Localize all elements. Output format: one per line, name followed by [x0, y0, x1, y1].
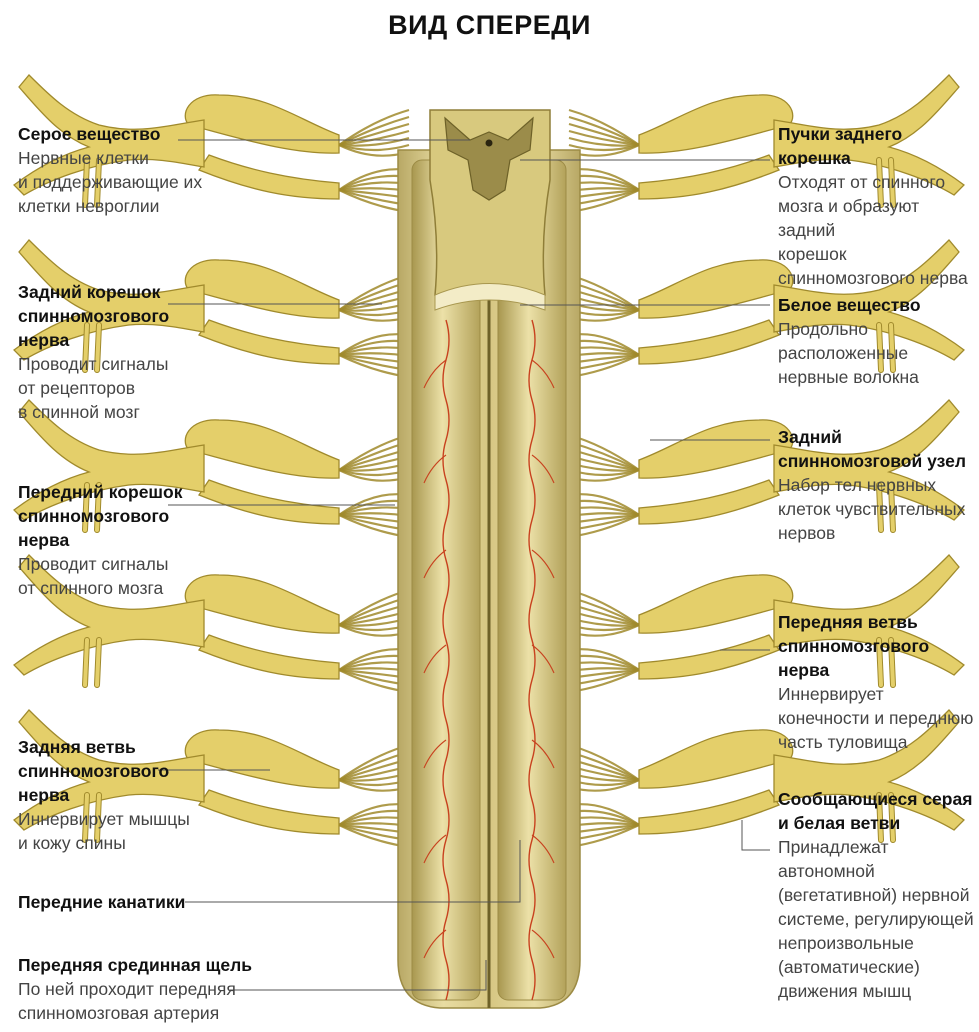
label-description-line: конечности и переднюю: [778, 706, 973, 730]
ramus-communicans-fill: [85, 640, 87, 685]
label-heading-line: спинномозгового: [18, 759, 190, 783]
label-description-line: непроизвольные: [778, 931, 974, 955]
label-anterior-funiculi: Передние канатики: [18, 890, 185, 914]
label-heading-line: нерва: [18, 528, 182, 552]
label-description-line: По ней проходит передняя: [18, 977, 252, 1001]
ramus-communicans-fill: [97, 640, 99, 685]
posterior-root-ganglion: [185, 95, 339, 153]
posterior-root-ganglion: [639, 260, 793, 318]
label-description-line: и кожу спины: [18, 831, 190, 855]
label-heading-line: спинномозгового: [18, 504, 182, 528]
posterior-root-ganglion: [639, 420, 793, 478]
central-canal: [486, 140, 493, 147]
posterior-root-ganglion: [639, 575, 793, 633]
label-description-line: (автоматические): [778, 955, 974, 979]
label-heading-line: Пучки заднего корешка: [778, 122, 979, 170]
anterior-root: [199, 320, 339, 364]
label-description-line: и поддерживающие их: [18, 170, 202, 194]
label-description-line: от рецепторов: [18, 376, 169, 400]
anterior-root: [639, 790, 779, 834]
anterior-root: [199, 790, 339, 834]
label-anterior-root: Передний корешокспинномозговогонерваПров…: [18, 480, 182, 600]
label-heading-line: нерва: [18, 783, 190, 807]
anterior-root: [639, 480, 779, 524]
anterior-root: [639, 320, 779, 364]
label-description-line: корешок: [778, 242, 979, 266]
label-description-line: нервов: [778, 521, 966, 545]
posterior-root-ganglion: [185, 420, 339, 478]
label-heading-line: Задний: [778, 425, 966, 449]
label-description-line: Проводит сигналы: [18, 352, 169, 376]
posterior-root-ganglion: [185, 730, 339, 788]
label-description-line: автономной: [778, 859, 974, 883]
label-description-line: от спинного мозга: [18, 576, 182, 600]
label-description-line: Иннервирует: [778, 682, 973, 706]
label-heading-line: Задний корешок: [18, 280, 169, 304]
label-description-line: Иннервирует мышцы: [18, 807, 190, 831]
label-description-line: часть туловища: [778, 730, 973, 754]
label-heading-line: спинномозгового: [18, 304, 169, 328]
label-description-line: расположенные: [778, 341, 921, 365]
anterior-root: [199, 635, 339, 679]
label-description-line: Продольно: [778, 317, 921, 341]
label-description-line: спинномозговая артерия: [18, 1001, 252, 1025]
label-description-line: мозга и образуют задний: [778, 194, 979, 242]
label-heading-line: и белая ветви: [778, 811, 974, 835]
posterior-root-ganglion: [639, 95, 793, 153]
posterior-root-ganglion: [639, 730, 793, 788]
label-description-line: спинномозгового нерва: [778, 266, 979, 290]
anterior-root: [639, 635, 779, 679]
anterior-root: [199, 155, 339, 199]
label-heading-line: спинномозгового: [778, 634, 973, 658]
label-description-line: Отходят от спинного: [778, 170, 979, 194]
posterior-root-ganglion: [185, 575, 339, 633]
label-heading-line: нерва: [778, 658, 973, 682]
label-heading-line: Передняя срединная щель: [18, 953, 252, 977]
label-description-line: в спинной мозг: [18, 400, 169, 424]
label-description-line: движения мышц: [778, 979, 974, 1003]
label-description-line: системе, регулирующей: [778, 907, 974, 931]
posterior-root-ganglion: [185, 260, 339, 318]
label-heading-line: Сообщающиеся серая: [778, 787, 974, 811]
anterior-root: [639, 155, 779, 199]
label-heading-line: спинномозговой узел: [778, 449, 966, 473]
label-description-line: клетки невроглии: [18, 194, 202, 218]
label-heading-line: Передние канатики: [18, 890, 185, 914]
anterior-root: [199, 480, 339, 524]
label-description-line: Проводит сигналы: [18, 552, 182, 576]
spinal-cord: [398, 110, 580, 1008]
label-heading-line: Белое вещество: [778, 293, 921, 317]
label-heading-line: Серое вещество: [18, 122, 202, 146]
label-description-line: (вегетативной) нервной: [778, 883, 974, 907]
label-description-line: Набор тел нервных: [778, 473, 966, 497]
label-description-line: нервные волокна: [778, 365, 921, 389]
label-heading-line: Передний корешок: [18, 480, 182, 504]
label-heading-line: нерва: [18, 328, 169, 352]
label-heading-line: Передняя ветвь: [778, 610, 973, 634]
label-description-line: Нервные клетки: [18, 146, 202, 170]
leader-line: [742, 820, 770, 850]
label-heading-line: Задняя ветвь: [18, 735, 190, 759]
label-description-line: Принадлежат: [778, 835, 974, 859]
label-description-line: клеток чувствительных: [778, 497, 966, 521]
